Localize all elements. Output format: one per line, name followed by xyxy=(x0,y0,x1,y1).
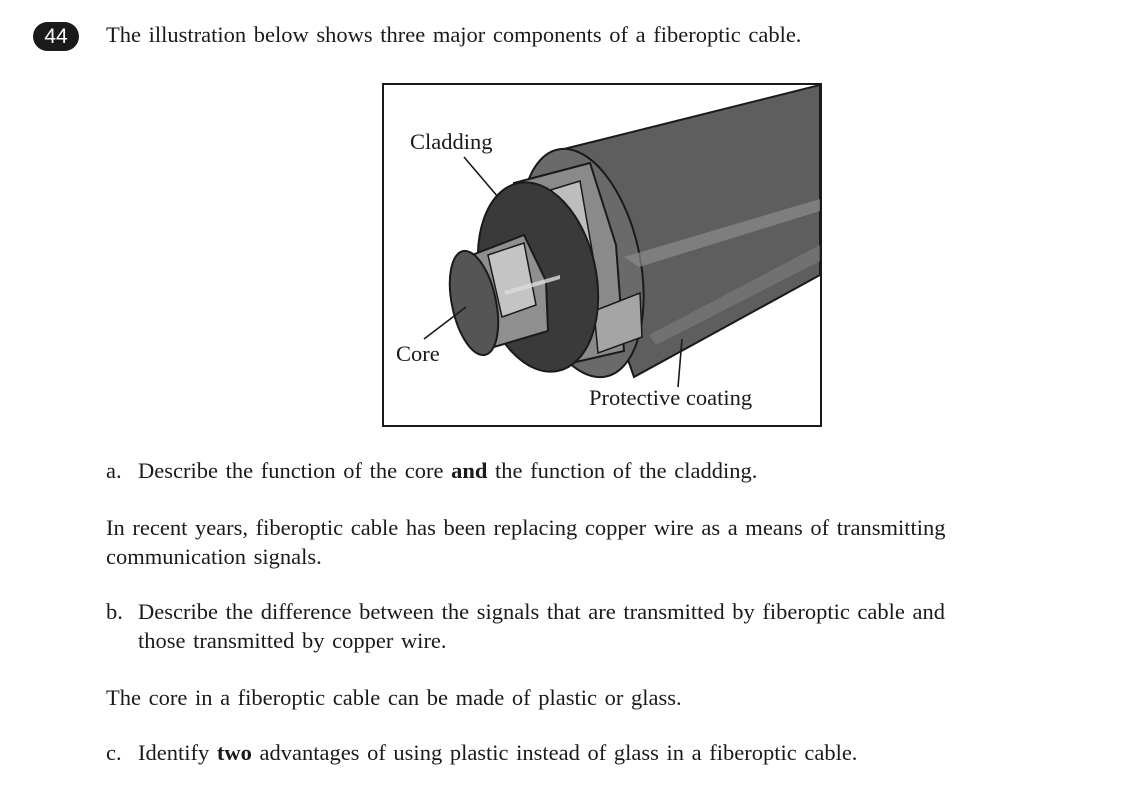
part-a-letter: a. xyxy=(106,458,122,483)
context-paragraph-2: The core in a fiberoptic cable can be ma… xyxy=(106,685,682,710)
coating-lower-highlight xyxy=(649,245,820,345)
part-b-question-line-2: those transmitted by copper wire. xyxy=(138,628,447,653)
core-label: Core xyxy=(396,341,440,366)
context-paragraph-1-line-2: communication signals. xyxy=(106,544,322,569)
cladding-band-lower xyxy=(593,291,643,355)
fiberoptic-cable-illustration: Cladding Core Protective coating xyxy=(382,83,822,427)
coating-highlight xyxy=(624,199,820,267)
part-c-text-end: advantages of using plastic instead of g… xyxy=(251,740,858,765)
question-intro: The illustration below shows three major… xyxy=(106,22,802,47)
part-a-question: Describe the function of the core and th… xyxy=(138,456,757,486)
cladding-leader-line xyxy=(463,156,499,198)
core-leader-line xyxy=(423,306,467,340)
part-a-text-start: Describe the function of the core xyxy=(138,458,452,483)
part-b-letter: b. xyxy=(106,599,123,624)
core-end-face xyxy=(448,249,500,357)
part-a-text-end: the function of the cladding. xyxy=(487,458,758,483)
cladding-label: Cladding xyxy=(410,129,493,154)
part-c-emphasis: two xyxy=(216,740,252,765)
part-a-emphasis: and xyxy=(451,458,488,483)
question-number-badge: 44 xyxy=(33,22,79,51)
part-b-question-line-1: Describe the difference between the sign… xyxy=(138,599,946,624)
core-glint xyxy=(504,275,560,295)
cable-drawing xyxy=(423,85,820,388)
part-c-question: Identify two advantages of using plastic… xyxy=(138,738,857,768)
part-c-text-start: Identify xyxy=(138,740,217,765)
protective-coating-label: Protective coating xyxy=(589,385,753,410)
context-paragraph-1-line-1: In recent years, fiberoptic cable has be… xyxy=(106,515,946,540)
core-light-band xyxy=(487,242,537,318)
part-c-letter: c. xyxy=(106,740,122,765)
coating-leader-line xyxy=(677,338,683,388)
